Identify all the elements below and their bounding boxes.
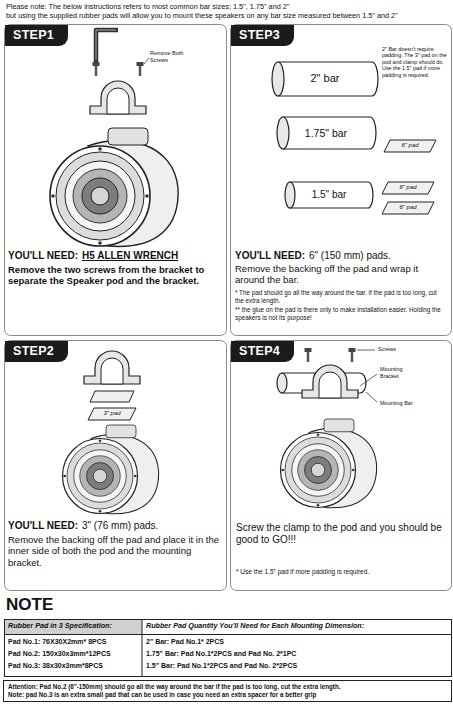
table-rule: [142, 620, 143, 677]
rubber-pad: [382, 182, 434, 194]
needs-item: 6" (150 mm) pads.: [309, 250, 391, 262]
bar-175in: [283, 117, 376, 149]
speaker-pod: [50, 128, 178, 246]
screw: [305, 348, 312, 362]
table-header-fill: [5, 620, 143, 635]
note-text: Please note: The below instructions refe…: [6, 3, 289, 12]
mounting-bracket: [84, 351, 140, 384]
leader-line: [357, 350, 375, 351]
needs-item: 3" (76 mm) pads.: [82, 520, 158, 532]
speaker-pod: [281, 419, 377, 508]
bar-end: [277, 117, 289, 149]
bar-label: 1.5" bar: [312, 189, 347, 201]
pad-label: 3" pad: [103, 410, 120, 417]
step-instruction: Remove the backing off the pad and wrap …: [235, 263, 449, 286]
allen-wrench: [96, 30, 118, 62]
mounting-bracket: [302, 365, 358, 398]
step-header: STEP1: [5, 25, 68, 46]
bar-15in: [290, 182, 373, 208]
table-rule: [5, 634, 452, 635]
pad-label: 6" pad: [399, 184, 416, 191]
callout-label: Remove Both Screws: [150, 50, 196, 63]
step-instruction: Remove the backing off the pad and place…: [8, 534, 222, 568]
leader-line: [366, 392, 377, 402]
screw: [349, 348, 356, 362]
footnote: ** the glue on the pad is there only to …: [235, 306, 447, 321]
footnote: * The pad should go all the way around t…: [235, 289, 447, 304]
callout-label: Mounting Bar: [380, 400, 416, 407]
screw: [137, 62, 144, 76]
table-cell: 1.5" Bar: Pad No.1*2PCS and Pad No. 2*2P…: [146, 662, 297, 670]
speaker-pod: [63, 425, 159, 514]
leader-line: [360, 374, 377, 386]
tool-name: H5 ALLEN WRENCH: [82, 250, 178, 262]
step-header: STEP4: [231, 341, 294, 362]
bar-end: [285, 182, 295, 208]
callout-label: Screws: [378, 346, 396, 353]
bar-label: 1.75" bar: [305, 127, 347, 140]
table-cell: Pad No.3: 38x30x3mm*8PCS: [8, 662, 103, 670]
footnote: * Use the 1.5" pad if more padding is re…: [236, 568, 369, 576]
node-text: Note: pad No.3 is an extra small pad tha…: [8, 691, 447, 699]
needs-label: YOU'LL NEED:: [8, 520, 78, 532]
leader-line: [144, 58, 149, 64]
node-text: STEP4: [239, 344, 280, 359]
allen-wrench-highlight: [96, 30, 116, 60]
attention-box: Attention: Pad No.2 (6"-150mm) should go…: [3, 680, 452, 702]
rubber-pad: [88, 408, 136, 420]
bar-label: 2" bar: [311, 72, 340, 85]
pad-label: 6" pad: [399, 204, 416, 211]
table-cell: Pad No.2: 150x30x3mm*12PCS: [8, 650, 111, 658]
bar-2in: [278, 62, 378, 96]
bar-end: [277, 373, 287, 393]
node-text: STEP1: [13, 28, 54, 43]
step-instruction: Screw the clamp to the pod and you shoul…: [236, 522, 448, 546]
step-panel: [5, 25, 227, 336]
node-text: Attention: Pad No.2 (6"-150mm) should go…: [8, 683, 447, 691]
needs-label: YOU'LL NEED:: [8, 250, 78, 262]
step-panel: [5, 341, 227, 591]
step-panel: [231, 341, 452, 591]
node-text: STEP3: [239, 28, 280, 43]
step-panel: [231, 25, 452, 336]
step-header: STEP2: [5, 341, 68, 362]
pad-label: 6" pad: [401, 142, 418, 149]
table-cell: 2" Bar: Pad No.1* 2PCS: [146, 638, 224, 646]
mounting-bracket: [90, 81, 146, 114]
table-border: [5, 620, 452, 677]
rubber-pad: [382, 202, 434, 214]
node-text: STEP2: [13, 344, 54, 359]
rubber-pad: [384, 140, 436, 152]
step-header: STEP3: [231, 25, 294, 46]
table-cell: Pad No.1: 76X30X2mm* 8PCS: [8, 638, 106, 646]
table-header: Rubber Pad Quantity You'll Need for Each…: [146, 622, 364, 631]
step-instruction: Remove the two screws from the bracket t…: [8, 264, 222, 287]
section-heading: NOTE: [6, 595, 53, 615]
callout-label: Mounting Bracket: [380, 366, 416, 379]
note-text: but using the supplied rubber pads will …: [6, 12, 398, 21]
callout-note: 2" Bar doesn't require padding. The 3" p…: [382, 46, 448, 78]
bar-end: [272, 62, 284, 96]
rubber-pad: [90, 391, 134, 402]
table-header: Rubber Pad in 3 Specification:: [8, 622, 112, 631]
table-cell: 1.75" Bar: Pad No.1*2PCS and Pad No. 2*1…: [146, 650, 296, 658]
needs-label: YOU'LL NEED:: [235, 250, 305, 262]
screw: [93, 62, 100, 76]
